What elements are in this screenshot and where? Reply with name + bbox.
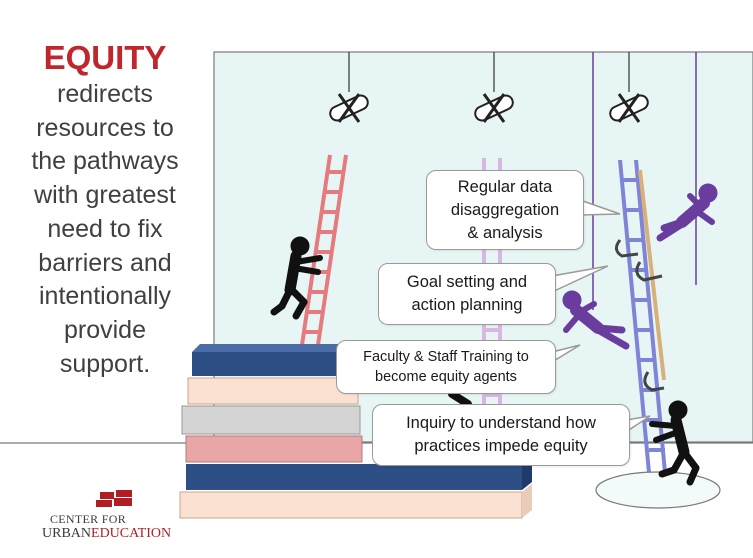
- logo-line-1: CENTER FOR: [50, 512, 127, 526]
- climber-icon: [656, 183, 718, 242]
- callout-inquiry: Inquiry to understand how practices impe…: [372, 404, 630, 466]
- equity-title: EQUITY: [43, 39, 167, 76]
- climber-icon: [562, 290, 630, 350]
- red-ladder: [300, 154, 348, 346]
- cue-logo-mark: [96, 490, 132, 507]
- book-navy-bottom: [186, 464, 522, 490]
- equity-description: redirects resources to the pathways with…: [31, 80, 179, 378]
- book-gray: [181, 405, 361, 435]
- callout-data-disaggregation: Regular data disaggregation & analysis: [426, 170, 584, 250]
- ladder-splint: [638, 169, 666, 381]
- floor-shadow: [595, 471, 721, 509]
- callout-staff-training: Faculty & Staff Training to become equit…: [336, 340, 556, 394]
- book-peach-1: [187, 377, 359, 405]
- diploma-icon: [474, 93, 514, 123]
- climber-icon: [448, 390, 472, 408]
- book-navy-top: [192, 352, 352, 376]
- equity-statement: EQUITY redirects resources to the pathwa…: [0, 40, 210, 381]
- cue-logo: CENTER FOR URBANEDUCATION: [42, 488, 185, 550]
- clamp-icon: [615, 239, 665, 392]
- diploma-icon: [329, 93, 369, 123]
- callout-goal-setting: Goal setting and action planning: [378, 263, 556, 325]
- logo-education: EDUCATION: [91, 526, 172, 541]
- book-peach-2: [179, 491, 523, 519]
- climber-icon: [649, 400, 700, 486]
- logo-urban: URBAN: [42, 526, 92, 541]
- book-rose: [185, 435, 363, 463]
- logo-line-2: URBANEDUCATION: [42, 526, 171, 542]
- climber-icon: [270, 236, 323, 320]
- diploma-icon: [609, 93, 649, 123]
- book-stack: [179, 344, 532, 519]
